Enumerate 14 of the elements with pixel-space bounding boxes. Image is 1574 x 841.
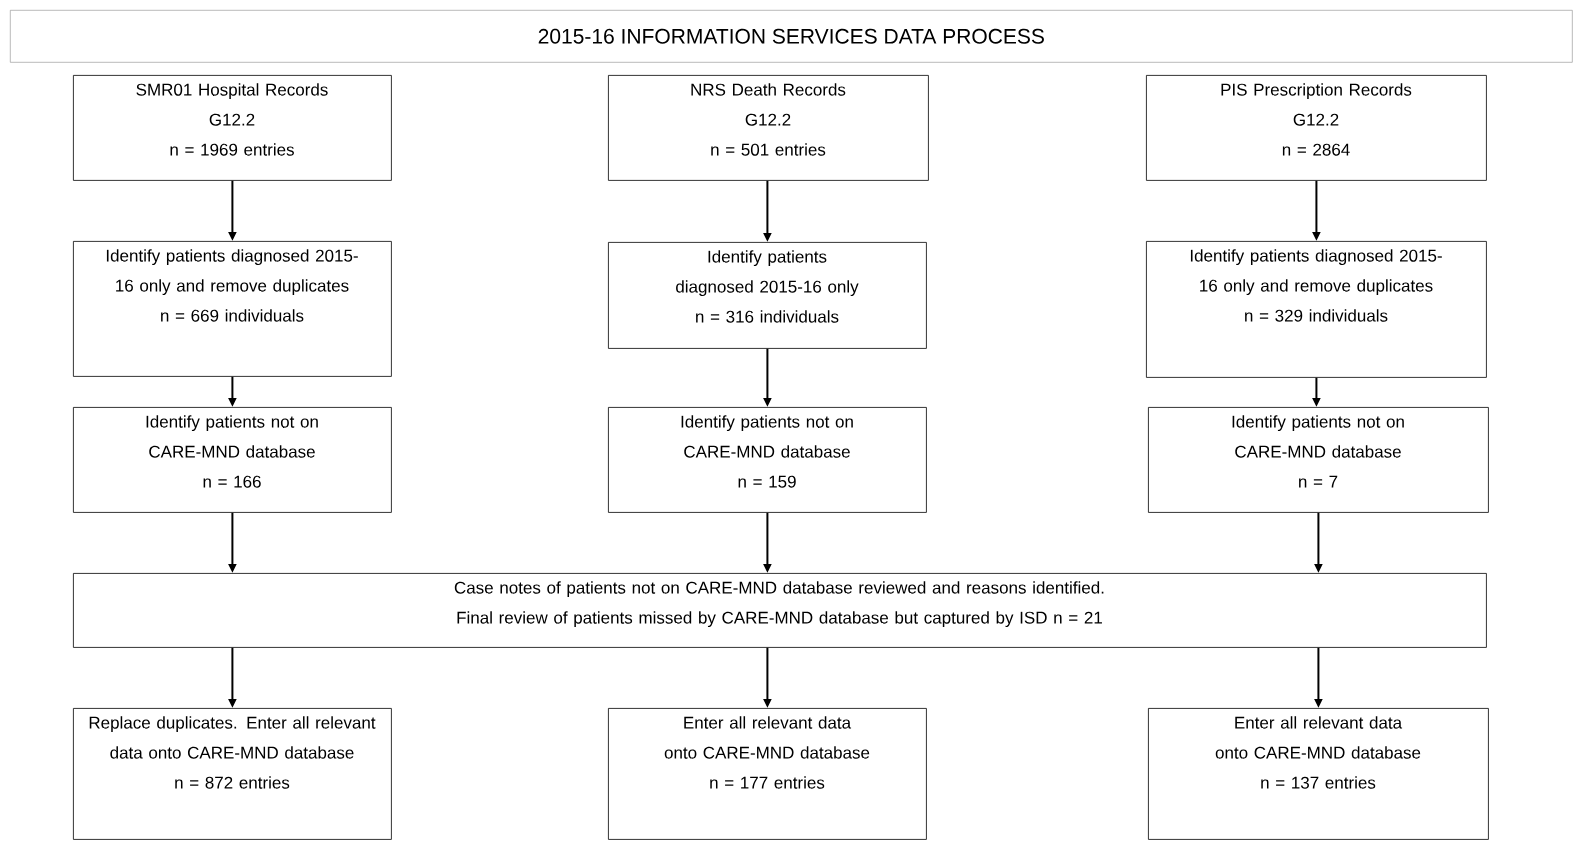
- process-box: Enter all relevant data onto CARE-MND database n = 137 entries: [1148, 708, 1489, 840]
- process-box: PIS Prescription Records G12.2 n = 2864: [1146, 75, 1487, 181]
- process-box: NRS Death Records G12.2 n = 501 entries: [608, 75, 929, 181]
- process-box: Identify patients not on CARE-MND database n = 159: [608, 407, 927, 513]
- process-box: Replace duplicates. Enter all relevant data onto CARE-MND database n = 872 entries: [73, 708, 392, 840]
- process-box: Identify patients diagnosed 2015-16 only and remove duplicates n = 669 individuals: [73, 241, 392, 377]
- process-box: Identify patients not on CARE-MND database n = 166: [73, 407, 392, 513]
- process-box: Identify patients not on CARE-MND database n = 7: [1148, 407, 1489, 513]
- process-box: Enter all relevant data onto CARE-MND database n = 177 entries: [608, 708, 927, 840]
- process-box: Identify patients diagnosed 2015-16 only n = 316 individuals: [608, 242, 927, 349]
- title-banner: 2015-16 INFORMATION SERVICES DATA PROCESS: [10, 10, 1573, 63]
- process-box: Identify patients diagnosed 2015-16 only and remove duplicates n = 329 individuals: [1146, 241, 1487, 378]
- process-box: Case notes of patients not on CARE-MND database reviewed and reasons identified. Final review of patients missed by CARE-MND database but captured by ISD n = 21: [73, 573, 1487, 648]
- process-box: SMR01 Hospital Records G12.2 n = 1969 entries: [73, 75, 392, 181]
